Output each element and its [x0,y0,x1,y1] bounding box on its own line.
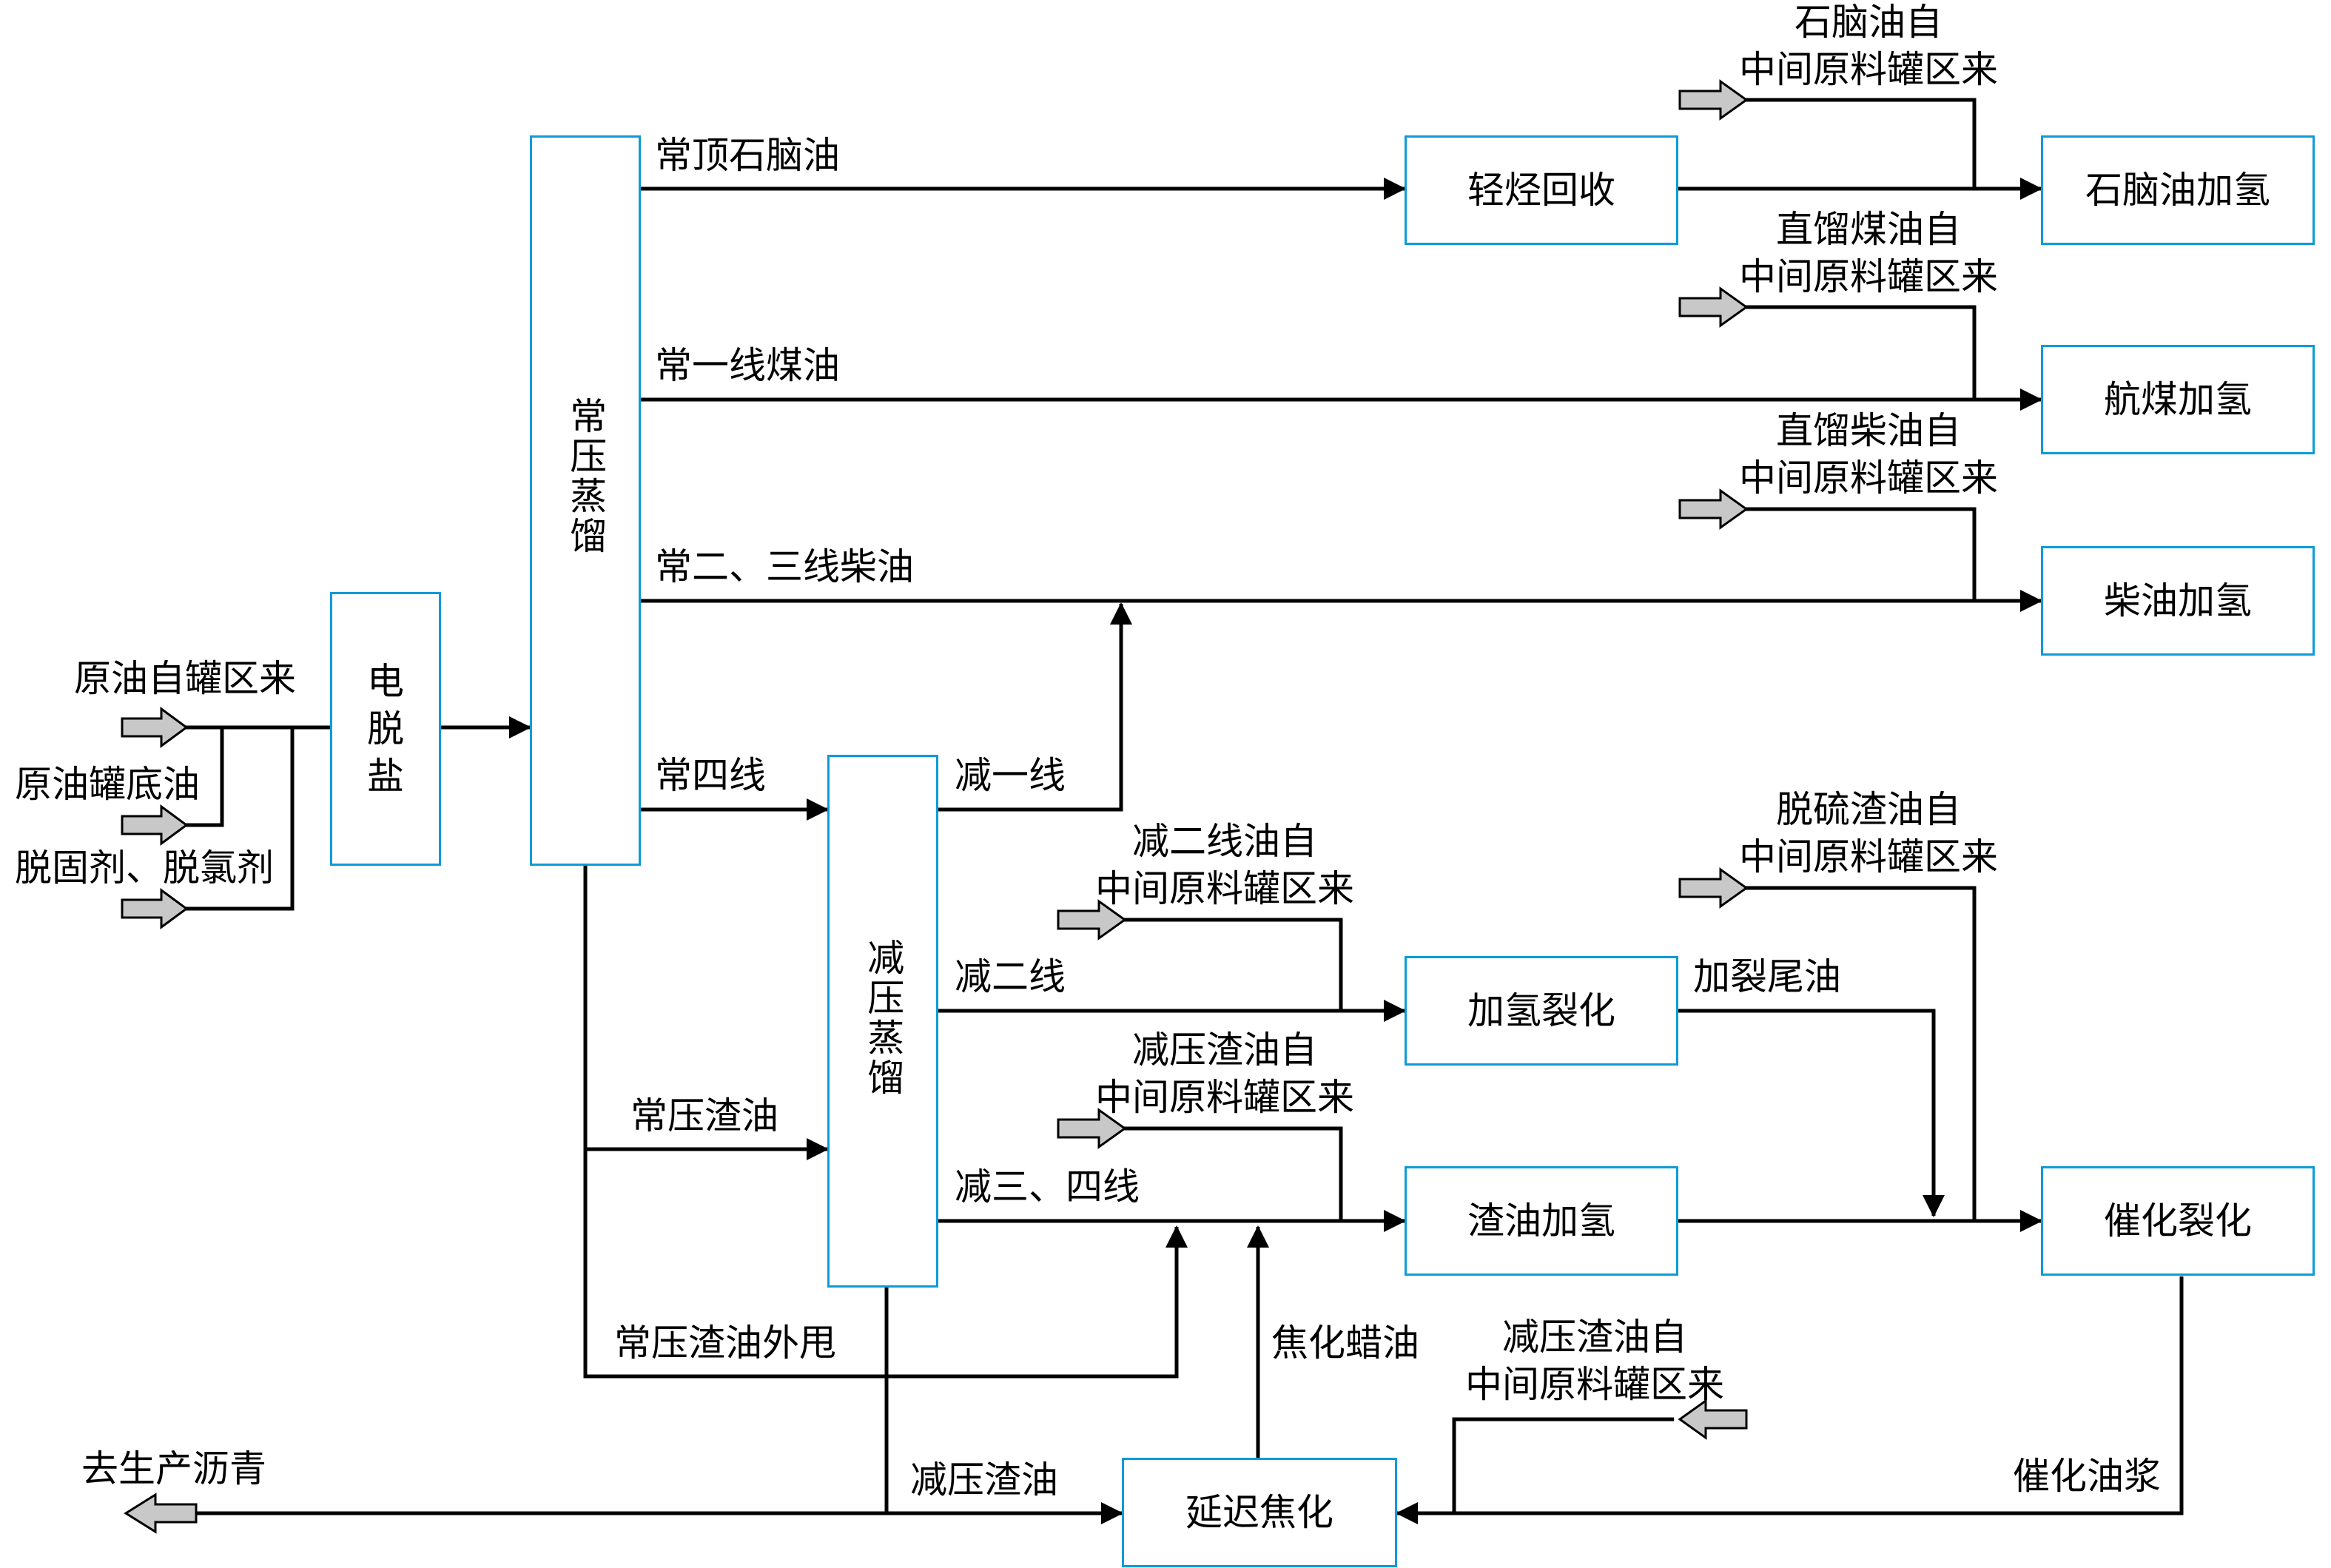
additives-label: 脱固剂、脱氯剂 [15,847,274,889]
jet-fuel-hydrotreating-unit[interactable]: 航煤加氢 [2041,345,2315,454]
desulf-resid-ext-label: 脱硫渣油自 中间原料罐区来 [1739,788,1998,878]
atmospheric-distillation-unit[interactable]: 常压蒸馏 [530,135,641,866]
desalting-unit[interactable]: 电 脱 盐 [330,592,441,866]
atm-1-label: 常一线煤油 [655,344,840,387]
asphalt-arrow [124,1493,198,1534]
vac-resid-label: 减压渣油 [910,1458,1058,1501]
vac2-ext-label: 减二线油自 中间原料罐区来 [1095,820,1354,910]
diesel-ext-label: 直馏柴油自 中间原料罐区来 [1739,409,1998,499]
hc-tail-label: 加裂尾油 [1693,955,1841,998]
tank-bottom-arrow [121,804,189,846]
atm-resid-label: 常压渣油 [630,1094,778,1137]
light-hydrocarbon-recovery-unit[interactable]: 轻烃回收 [1405,135,1678,245]
diesel-hydrotreating-unit[interactable]: 柴油加氢 [2041,546,2315,656]
hc-tail-line [1678,1009,1945,1217]
diesel-ext-line [1702,507,1977,601]
coker-wax-label: 焦化蜡油 [1271,1322,1419,1365]
kero-ext-line [1702,305,1977,400]
naphtha-ext-arrow [1678,79,1749,121]
to-asphalt-label: 去生产沥青 [81,1447,266,1490]
vacuum-distillation-unit[interactable]: 减压蒸馏 [827,755,938,1288]
atm-4-label: 常四线 [655,754,766,797]
kero-ext-arrow [1678,286,1749,328]
vac-resid-ext-line [1092,1126,1343,1221]
tank-bottom-line [185,727,224,827]
naphtha-ext-label: 石脑油自 中间原料罐区来 [1739,1,1998,91]
vac-resid-ext2-arrow [1678,1399,1748,1440]
fcc-unit[interactable]: 催化裂化 [2041,1166,2315,1276]
tank-bottom-label: 原油罐底油 [15,763,200,806]
vac-resid-ext2-line [1452,1417,1674,1513]
vac-34-label: 减三、四线 [955,1165,1140,1208]
hydrocracking-unit[interactable]: 加氢裂化 [1405,956,1678,1066]
naphtha-hydrotreating-unit[interactable]: 石脑油加氢 [2041,135,2315,245]
vac2-ext-line [1092,918,1343,1011]
crude-feed-arrow [121,707,189,748]
additive-line [185,727,295,911]
vac-2-label: 减二线 [955,955,1066,998]
naphtha-ext-line [1702,98,1977,189]
crude-in-label: 原油自罐区来 [74,657,296,700]
vac-1-line [938,602,1132,812]
atm-top-label: 常顶石脑油 [655,134,840,177]
vac-resid-ext-label: 减压渣油自 中间原料罐区来 [1095,1029,1354,1119]
atm-resid-out-label: 常压渣油外甩 [614,1322,836,1365]
vac-resid-ext-arrow [1057,1108,1127,1149]
diesel-ext-arrow [1678,488,1749,530]
additive-arrow [121,888,189,929]
vac2-ext-arrow [1057,899,1127,941]
residue-hydrotreating-unit[interactable]: 渣油加氢 [1405,1166,1678,1276]
desulf-resid-ext-arrow [1678,867,1749,909]
fcc-slurry-line [1396,1276,2184,1524]
desulf-resid-ext-line [1702,886,1977,1221]
atm-resid-out-line [583,862,1188,1379]
fcc-slurry-label: 催化油浆 [2013,1455,2161,1498]
atm-23-label: 常二、三线柴油 [655,545,914,588]
kero-ext-label: 直馏煤油自 中间原料罐区来 [1739,208,1998,298]
vac-resid-ext2-label: 减压渣油自 中间原料罐区来 [1465,1316,1724,1406]
delayed-coking-unit[interactable]: 延迟焦化 [1122,1458,1397,1567]
vac-1-label: 减一线 [955,754,1066,797]
